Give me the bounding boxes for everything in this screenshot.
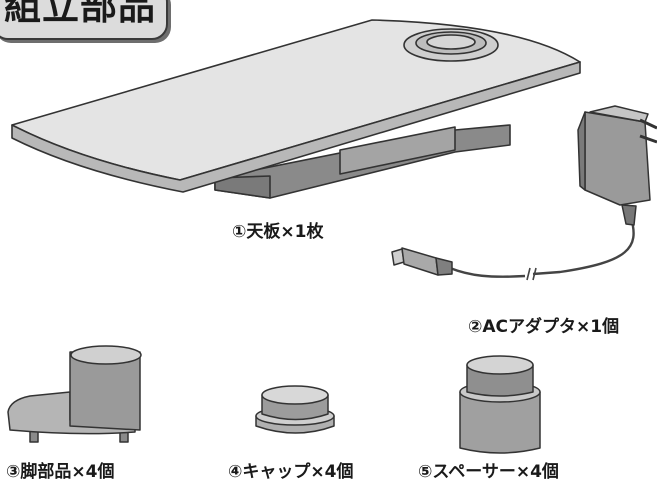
label-cap: ④キャップ×4個 <box>228 462 354 482</box>
label-ac-adapter: ②ACアダプタ×1個 <box>468 317 620 337</box>
label-spacer: ⑤スペーサー×4個 <box>418 462 559 482</box>
section-title: 組立部品 <box>4 0 156 28</box>
section-title-tab: 組立部品 <box>0 0 168 40</box>
label-tabletop: ①天板×1枚 <box>232 222 324 242</box>
label-leg-part: ③脚部品×4個 <box>6 462 115 482</box>
